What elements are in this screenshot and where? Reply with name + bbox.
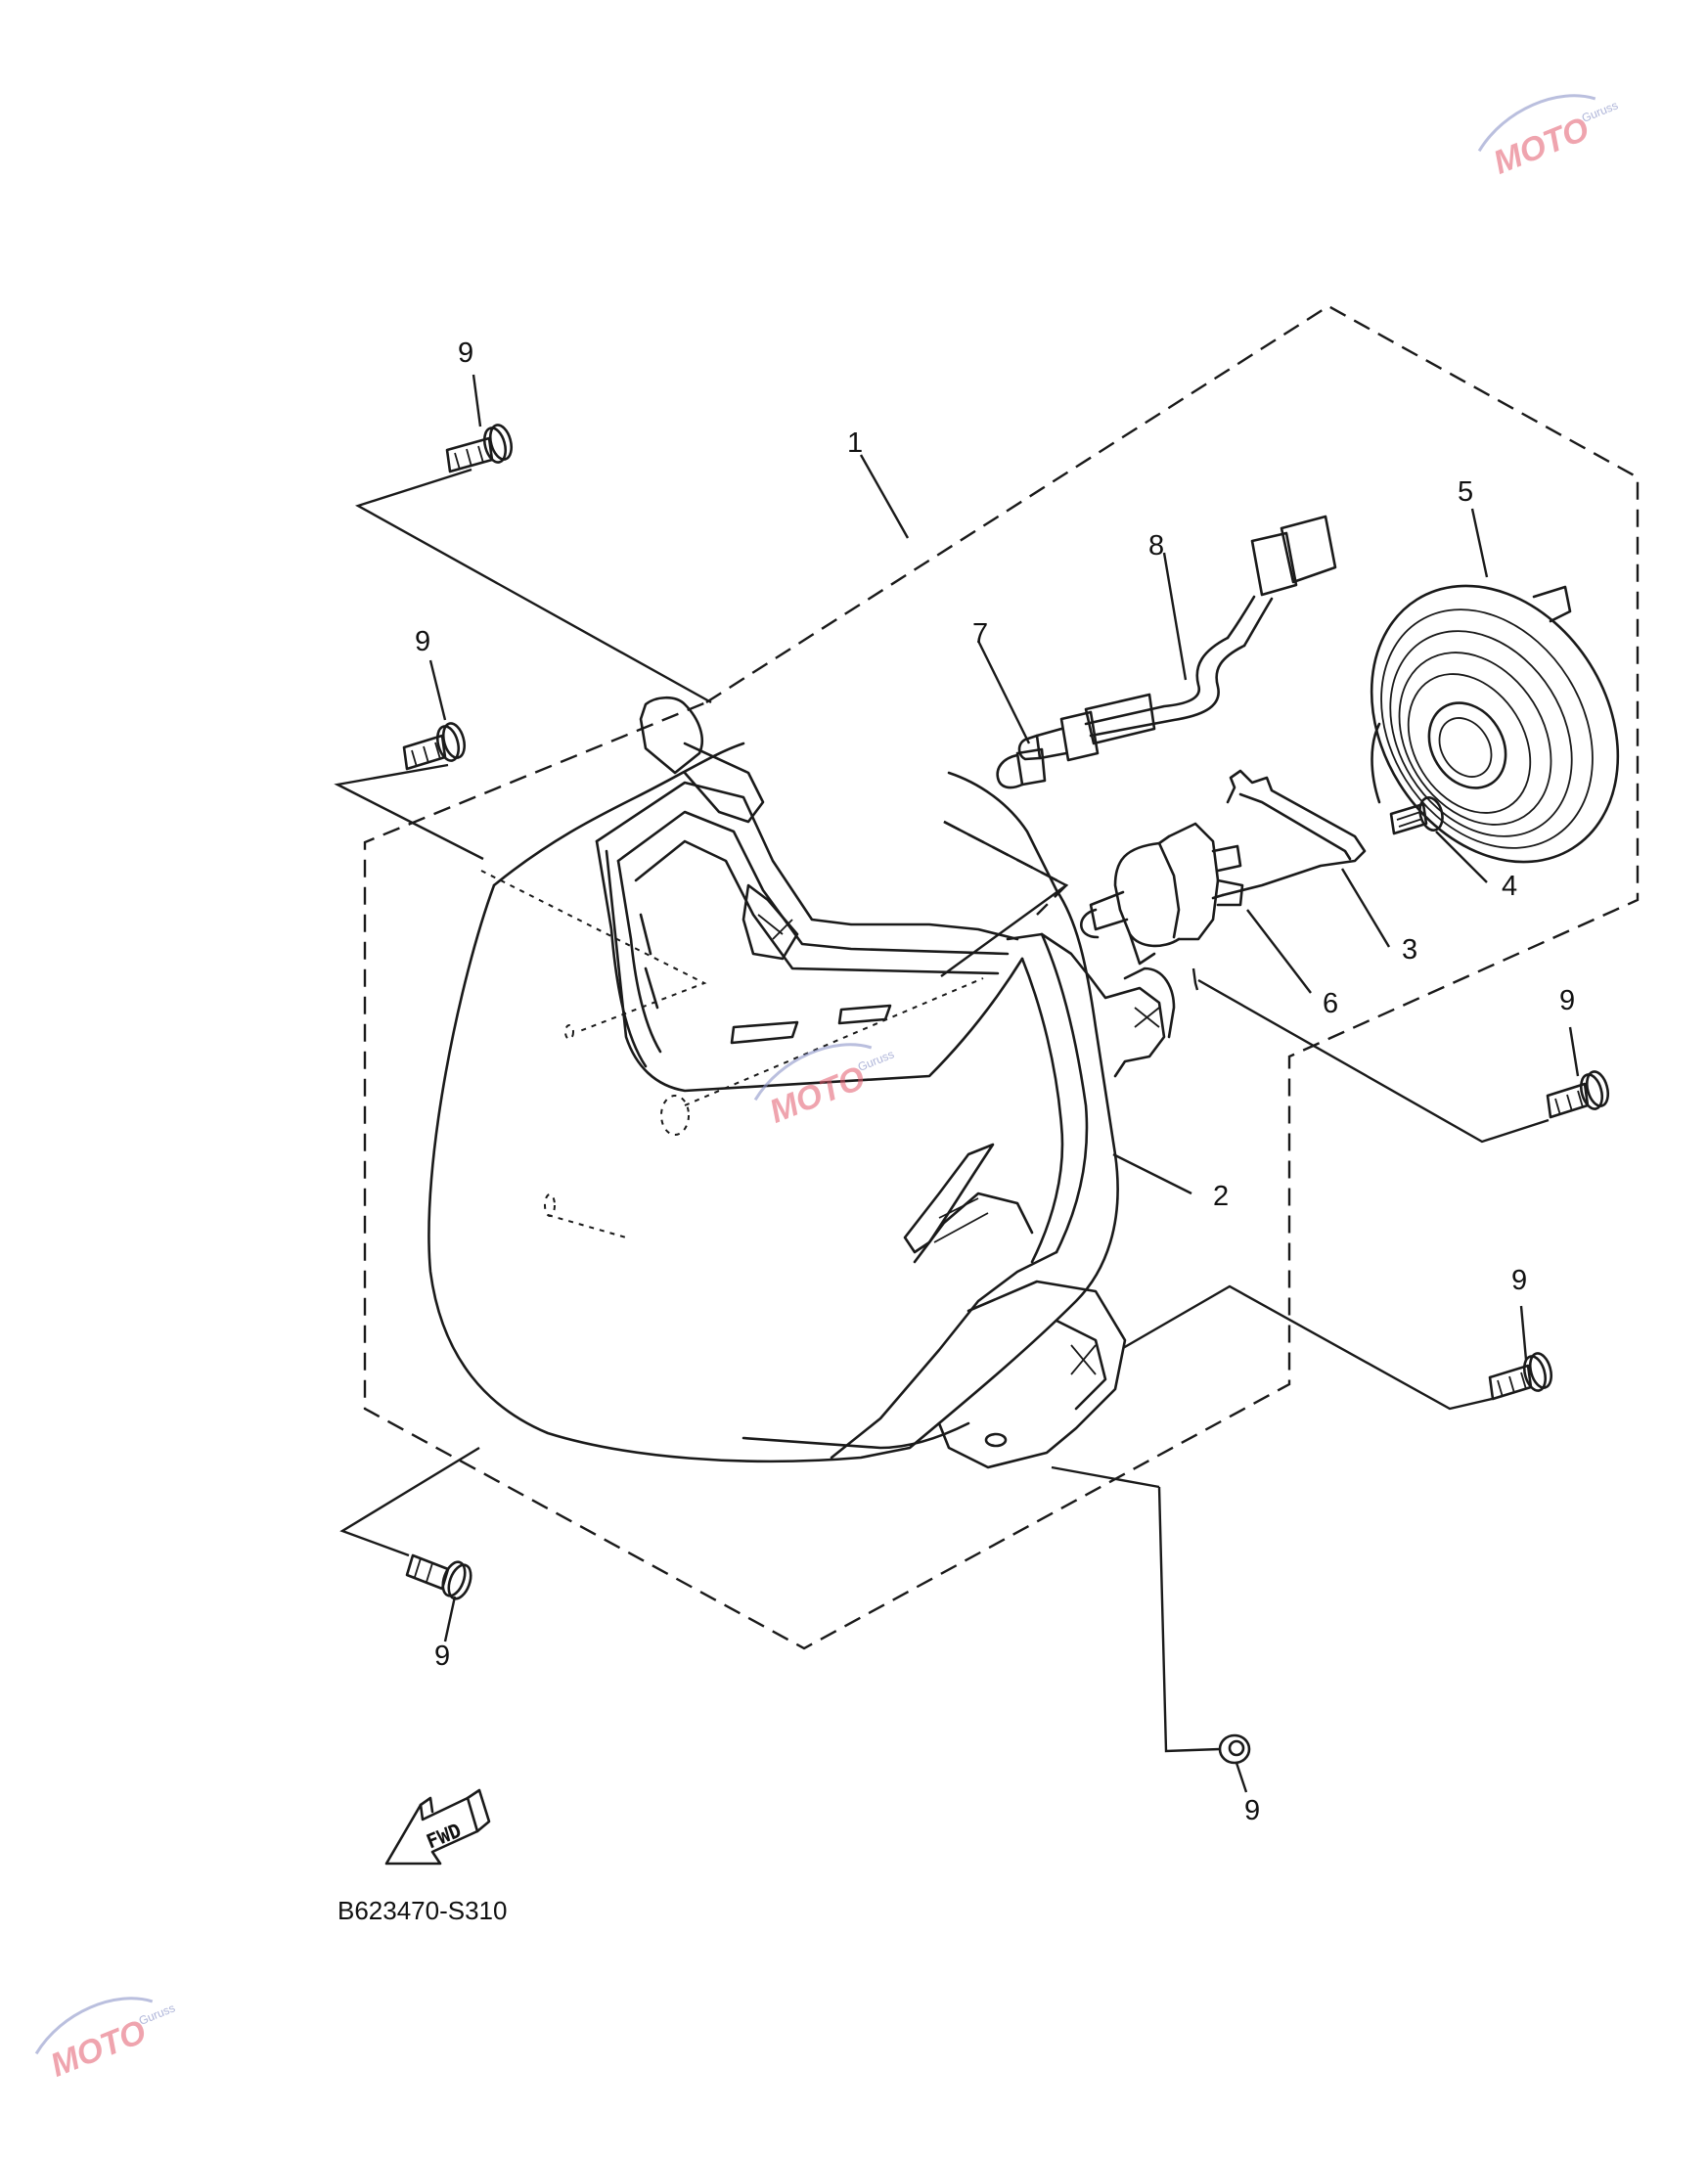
screw-bottom-left (405, 1553, 472, 1600)
callout-2: 2 (1213, 1181, 1229, 1212)
bulb-cover (1370, 584, 1620, 864)
fwd-label: FWD (423, 1819, 464, 1854)
callouts: 9 1 9 7 8 5 4 3 6 9 2 9 9 9 (415, 337, 1575, 1826)
position-bulb (996, 747, 1047, 789)
callout-3: 3 (1402, 934, 1417, 966)
assembly-outline (363, 304, 1640, 1650)
callout-9-bottom-left: 9 (434, 1641, 450, 1672)
screw-upper-left (402, 722, 467, 771)
watermark-bottom-left: MOTO Guruss (34, 1997, 177, 2085)
callout-5: 5 (1458, 476, 1473, 508)
callout-8: 8 (1148, 530, 1164, 562)
watermark-top-right: MOTO Guruss (1477, 94, 1620, 182)
callout-9-right-upper: 9 (1559, 985, 1575, 1016)
screw-part4 (1389, 796, 1444, 835)
svg-text:Guruss: Guruss (856, 1047, 896, 1073)
bulb-socket-harness (1017, 515, 1337, 762)
leader-lines (334, 374, 1580, 1793)
screw-right-upper (1546, 1070, 1610, 1119)
grommet-bottom (1218, 1733, 1251, 1765)
screw-right-lower (1488, 1352, 1553, 1401)
headlight-housing (427, 696, 1176, 1469)
callout-6: 6 (1323, 988, 1338, 1019)
svg-text:Guruss: Guruss (137, 2001, 177, 2027)
callout-9-top: 9 (458, 337, 473, 369)
callout-9-right-lower: 9 (1511, 1265, 1527, 1296)
headlight-bulb (1080, 822, 1244, 966)
callout-1: 1 (847, 427, 863, 459)
callout-9-upper-left: 9 (415, 626, 430, 657)
callout-9-bottom: 9 (1244, 1795, 1260, 1826)
callout-4: 4 (1502, 871, 1517, 902)
screw-top-left (445, 424, 514, 473)
drawing-code: B623470-S310 (337, 1896, 507, 1925)
hidden-guide-lines (480, 870, 984, 1238)
bulb-retaining-spring (1211, 769, 1367, 900)
svg-text:Guruss: Guruss (1580, 98, 1620, 124)
fwd-arrow-icon: FWD (384, 1788, 491, 1866)
callout-7: 7 (972, 618, 988, 650)
